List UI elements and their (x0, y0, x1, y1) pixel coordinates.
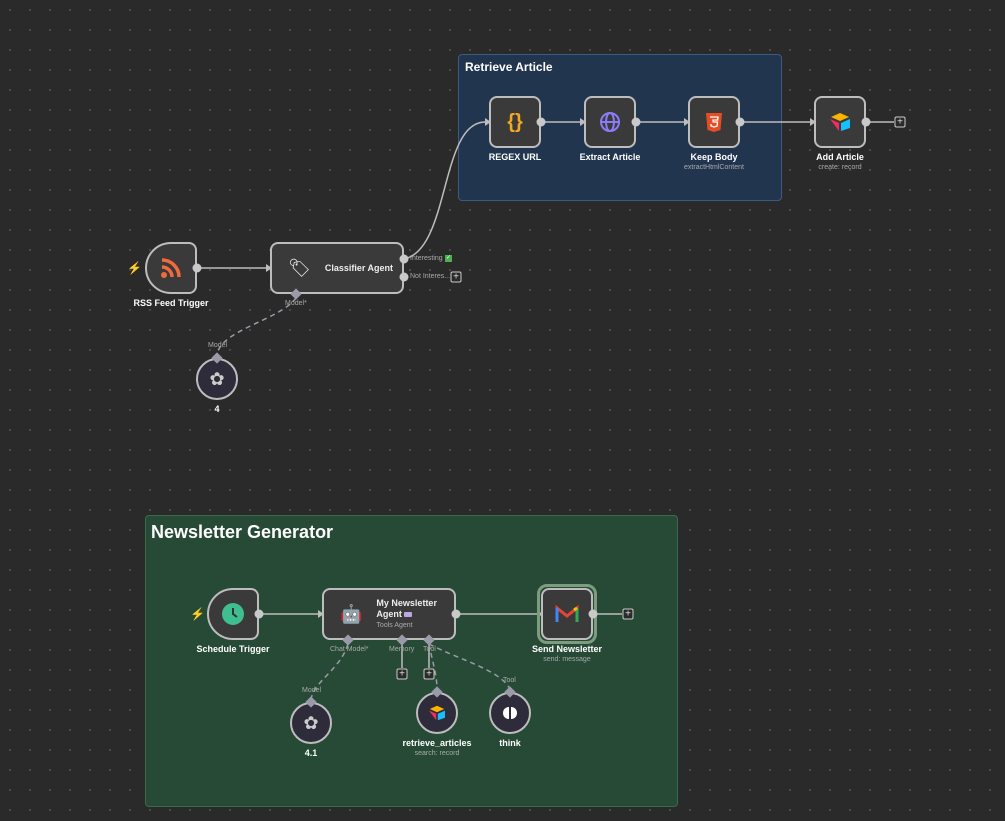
node-label: Schedule Trigger (196, 644, 270, 654)
add-tool-button[interactable]: + (423, 668, 435, 680)
node-label: think (499, 738, 521, 748)
node-label: Classifier Agent (324, 263, 394, 273)
tags-icon: 🏷 (288, 257, 311, 278)
code-braces-icon: {} (507, 110, 523, 133)
node-add-article[interactable] (814, 96, 866, 148)
node-think[interactable] (489, 692, 531, 734)
output-port[interactable] (451, 609, 461, 619)
node-label: My Newsletter (376, 597, 437, 608)
node-subtitle: create: record (818, 164, 862, 171)
trigger-bolt-icon: ⚡ (127, 261, 142, 275)
add-memory-button[interactable]: + (396, 668, 408, 680)
node-label: Agent (376, 608, 402, 619)
openai-icon: ✿ (303, 712, 319, 733)
checkmark-icon: ✓ (445, 255, 452, 262)
airtable-icon (429, 705, 445, 721)
group-title: Newsletter Generator (151, 522, 334, 542)
node-extract-article[interactable] (584, 96, 636, 148)
node-subtitle: send: message (543, 656, 591, 663)
port-label: Tool (423, 646, 436, 653)
output-port[interactable] (631, 117, 641, 127)
add-node-button[interactable]: + (894, 116, 906, 128)
gmail-icon (555, 605, 579, 622)
robot-icon: 🤖 (340, 603, 363, 624)
node-label: 4 (214, 404, 220, 414)
output-port-interesting[interactable] (399, 254, 409, 264)
output-port[interactable] (861, 117, 871, 127)
output-port[interactable] (254, 609, 264, 619)
node-openai-model-4[interactable]: ✿ (196, 358, 238, 400)
output-port[interactable] (588, 609, 598, 619)
port-label: Memory (389, 646, 415, 653)
clock-icon (222, 603, 244, 625)
node-subtitle: extractHtmlContent (684, 164, 744, 171)
node-label: Keep Body (690, 152, 738, 162)
output-label: Interesting (410, 255, 443, 262)
html5-icon (706, 113, 722, 132)
node-my-newsletter-agent[interactable]: 🤖 My Newsletter Agent Tools Agent (322, 588, 456, 640)
node-schedule-trigger[interactable] (207, 588, 259, 640)
brain-icon (503, 707, 517, 719)
output-label: Not Interes... (410, 273, 451, 280)
node-label: retrieve_articles (402, 738, 472, 748)
node-label: RSS Feed Trigger (133, 298, 209, 308)
node-classifier-agent[interactable]: 🏷 Classifier Agent (270, 242, 404, 294)
port-label: Tool (503, 677, 516, 684)
rss-icon (161, 258, 181, 278)
globe-icon (600, 112, 620, 132)
node-regex-url[interactable]: {} (489, 96, 541, 148)
output-port[interactable] (735, 117, 745, 127)
node-label: Send Newsletter (531, 644, 603, 654)
node-openai-model-4-1[interactable]: ✿ (290, 702, 332, 744)
node-subtitle: search: record (414, 750, 460, 757)
node-label: 4.1 (304, 748, 318, 758)
add-node-button[interactable]: + (622, 608, 634, 620)
port-label: Chat Model* (330, 646, 369, 653)
node-retrieve-articles[interactable] (416, 692, 458, 734)
trigger-bolt-icon: ⚡ (190, 607, 205, 621)
openai-icon: ✿ (209, 368, 225, 389)
output-port[interactable] (192, 263, 202, 273)
port-label: Model* (285, 300, 307, 307)
node-label: Add Article (816, 152, 864, 162)
node-rss-feed-trigger[interactable] (145, 242, 197, 294)
node-send-newsletter[interactable] (541, 588, 593, 640)
add-node-button[interactable]: + (450, 271, 462, 283)
node-keep-body[interactable] (688, 96, 740, 148)
output-port[interactable] (536, 117, 546, 127)
port-label: Model (208, 342, 228, 349)
node-label: REGEX URL (488, 152, 542, 162)
output-port-not-interesting[interactable] (399, 272, 409, 282)
node-label: Extract Article (579, 152, 641, 162)
airtable-icon (830, 113, 850, 131)
note-icon (404, 611, 413, 617)
node-subtitle: Tools Agent (376, 621, 413, 629)
port-label: Model (302, 687, 322, 694)
group-newsletter-generator[interactable] (145, 515, 678, 807)
group-title: Retrieve Article (465, 60, 553, 74)
